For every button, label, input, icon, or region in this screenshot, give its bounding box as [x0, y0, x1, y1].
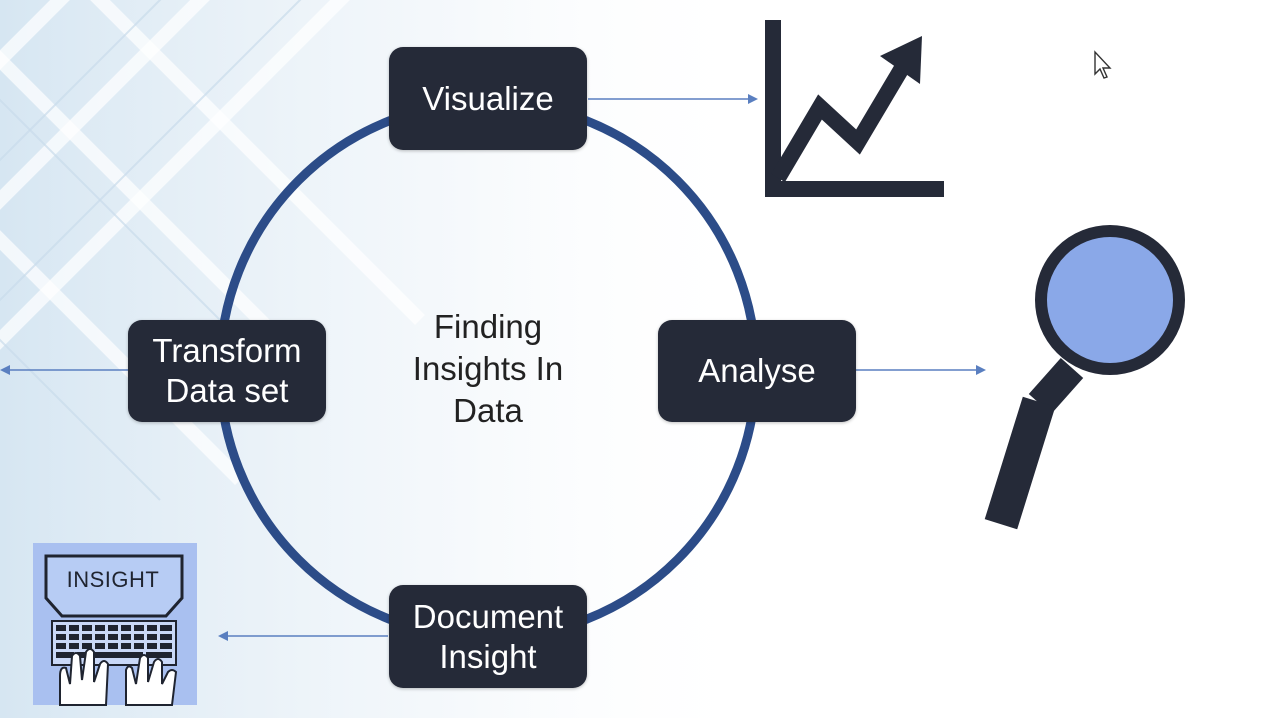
- center-title: Finding Insights In Data: [412, 308, 564, 429]
- laptop-icon: [33, 543, 197, 706]
- line-chart-icon: [765, 20, 944, 197]
- magnifier-icon: [984, 224, 1191, 530]
- mouse-cursor-icon: [1094, 50, 1112, 79]
- node-transform-data-set-label: Transform Data set: [152, 332, 302, 409]
- node-document-insight-label: Document Insight: [412, 597, 564, 675]
- laptop-screen-text: INSIGHT: [66, 567, 160, 592]
- node-analyse-label: Analyse: [698, 352, 816, 389]
- node-analyse: Analyse: [658, 320, 856, 422]
- node-visualize: Visualize: [389, 47, 587, 150]
- node-document-insight: Document Insight: [389, 585, 587, 688]
- node-visualize-label: Visualize: [422, 79, 554, 117]
- node-transform-data-set: Transform Data set: [128, 320, 326, 422]
